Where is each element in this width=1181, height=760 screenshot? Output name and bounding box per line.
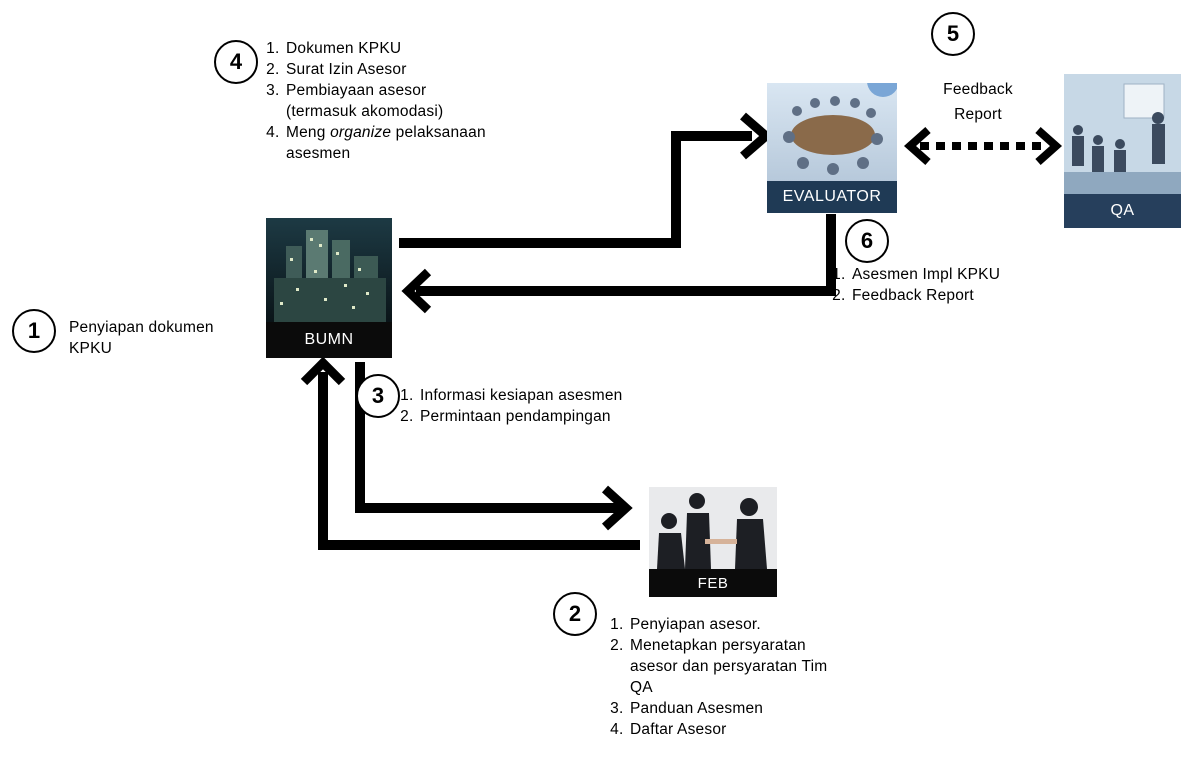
arrow-feb-to-bumn — [318, 372, 640, 550]
step-2-item-2: Menetapkan persyaratan asesor dan persya… — [628, 635, 840, 698]
step-2-badge: 2 — [553, 592, 597, 636]
arrow-evaluator-to-bumn — [416, 214, 836, 296]
arrowhead-bumn-to-feb — [601, 485, 633, 531]
step-6-item-1: Asesmen Impl KPKU — [850, 264, 1000, 285]
arrowhead-bumn-to-evaluator — [740, 112, 773, 160]
step-4-item-4-rest: pelaksanaan asesmen — [286, 124, 486, 162]
step-1-text: Penyiapan dokumen KPKU — [69, 317, 214, 359]
arrowhead-evaluator-to-bumn — [401, 268, 432, 314]
step-2-item-1: Penyiapan asesor. — [628, 614, 854, 635]
handshake-image — [649, 487, 777, 569]
qa-node[interactable]: QA — [1064, 74, 1181, 228]
arrow-bumn-to-evaluator — [399, 131, 752, 248]
arrowhead-to-evaluator — [903, 127, 931, 165]
bumn-node[interactable]: BUMN — [266, 218, 392, 358]
step-4-item-3: Pembiayaan asesor (termasuk akomodasi) — [284, 80, 486, 122]
step-4-item-2: Surat Izin Asesor — [284, 59, 520, 80]
evaluator-node[interactable]: EVALUATOR — [767, 83, 897, 213]
arrowhead-to-qa — [1035, 127, 1063, 165]
step-2-item-4: Daftar Asesor — [628, 719, 854, 740]
step-1-line-1: Penyiapan dokumen — [69, 319, 214, 336]
step-1-badge: 1 — [12, 309, 56, 353]
bumn-label: BUMN — [266, 322, 392, 358]
step-6-text: Asesmen Impl KPKU Feedback Report — [826, 264, 1000, 306]
arrow-bumn-to-feb — [355, 362, 620, 513]
step-1-line-2: KPKU — [69, 340, 113, 357]
step-5-line-1: Feedback — [943, 81, 1013, 98]
presentation-image — [1064, 74, 1181, 194]
step-4-item-4-emphasis: organize — [330, 124, 392, 141]
feb-label: FEB — [649, 569, 777, 597]
step-6-badge: 6 — [845, 219, 889, 263]
step-2-text: Penyiapan asesor. Menetapkan persyaratan… — [604, 614, 854, 740]
step-5-text: Feedback Report — [938, 77, 1018, 127]
feb-node[interactable]: FEB — [649, 487, 777, 597]
step-2-item-3: Panduan Asesmen — [628, 698, 854, 719]
arrowhead-feb-to-bumn — [300, 356, 346, 386]
step-4-item-1: Dokumen KPKU — [284, 38, 520, 59]
step-4-text: Dokumen KPKU Surat Izin Asesor Pembiayaa… — [260, 38, 520, 164]
factory-image — [266, 218, 392, 322]
step-3-item-2: Permintaan pendampingan — [418, 406, 623, 427]
step-3-text: Informasi kesiapan asesmen Permintaan pe… — [394, 385, 623, 427]
qa-label: QA — [1064, 194, 1181, 228]
step-3-item-1: Informasi kesiapan asesmen — [418, 385, 623, 406]
step-5-badge: 5 — [931, 12, 975, 56]
step-4-badge: 4 — [214, 40, 258, 84]
step-5-line-2: Report — [954, 106, 1002, 123]
step-4-item-4: Meng organize pelaksanaan asesmen — [284, 122, 486, 164]
evaluator-label: EVALUATOR — [767, 181, 897, 213]
step-3-badge: 3 — [356, 374, 400, 418]
step-4-item-4-prefix: Meng — [286, 124, 331, 141]
step-6-item-2: Feedback Report — [850, 285, 1000, 306]
meeting-image — [767, 83, 897, 181]
